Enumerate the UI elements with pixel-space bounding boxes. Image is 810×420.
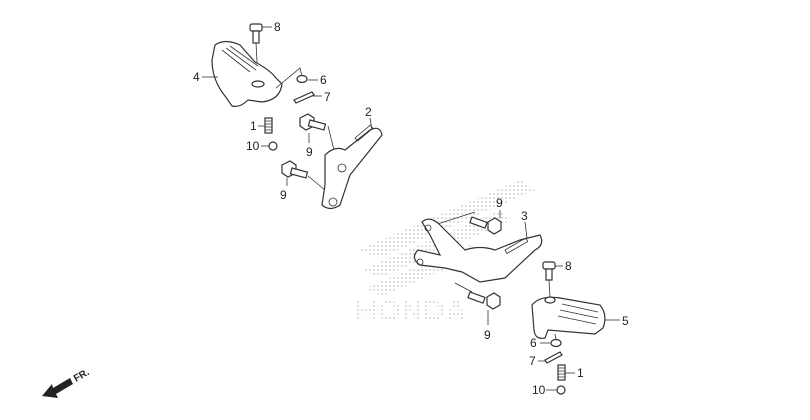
part-number-labels: 8 4 6 7 2 1 10 9 9 9 3 8 5 9 6 7 1 10	[193, 20, 629, 397]
callout-10: 10	[532, 383, 546, 397]
callout-8: 8	[565, 259, 572, 273]
callout-1: 1	[577, 366, 584, 380]
callout-9: 9	[484, 328, 491, 342]
bolt-icon	[281, 160, 309, 179]
callout-3: 3	[521, 209, 528, 223]
callout-5: 5	[622, 314, 629, 328]
callout-6: 6	[320, 73, 327, 87]
cotter-pin-icon	[544, 351, 563, 364]
callout-2: 2	[365, 105, 372, 119]
callout-10: 10	[246, 139, 260, 153]
honda-watermark-text: HONDA	[355, 295, 467, 326]
right-footpeg-assembly	[413, 211, 606, 395]
washer-icon	[296, 74, 308, 84]
spring-icon	[557, 364, 566, 381]
bolt-icon	[467, 291, 501, 310]
front-direction-indicator: FR.	[42, 367, 92, 398]
callout-4: 4	[193, 70, 200, 84]
washer-icon	[550, 338, 562, 348]
bolt-icon	[469, 216, 502, 235]
footpeg-icon	[211, 40, 283, 107]
ball-icon	[268, 141, 278, 151]
left-footpeg-assembly	[211, 23, 383, 210]
callout-9: 9	[496, 196, 503, 210]
callout-1: 1	[250, 119, 257, 133]
bolt-icon	[299, 113, 327, 131]
front-arrow-icon	[42, 378, 73, 398]
callout-9: 9	[306, 145, 313, 159]
callout-7: 7	[324, 90, 331, 104]
callout-6: 6	[530, 336, 537, 350]
pin-icon	[542, 261, 556, 281]
callout-8: 8	[274, 20, 281, 34]
front-label: FR.	[72, 367, 92, 385]
cotter-pin-icon	[293, 91, 315, 104]
callout-7: 7	[529, 354, 536, 368]
ball-icon	[556, 385, 566, 395]
bracket-icon	[413, 218, 543, 283]
spring-icon	[264, 117, 273, 134]
label-leaders	[202, 26, 620, 391]
bracket-icon	[321, 127, 383, 210]
callout-9: 9	[280, 188, 287, 202]
pin-icon	[249, 23, 263, 44]
